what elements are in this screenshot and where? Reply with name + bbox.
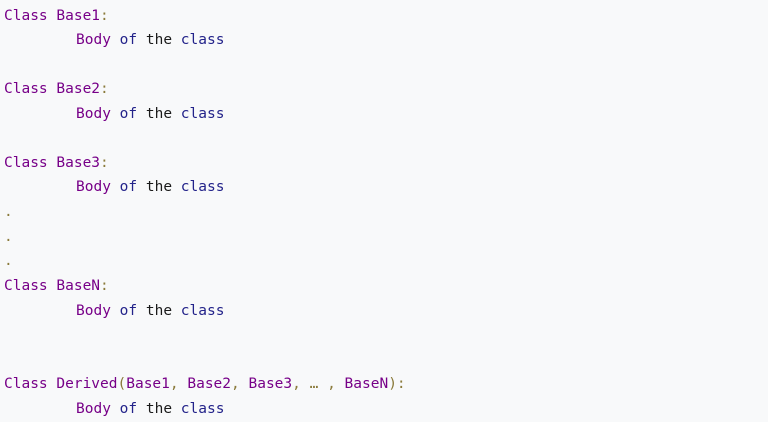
code-line-class-derived: Class Derived(Base1, Base2, Base3, … , B… (4, 374, 406, 394)
word-of: of (119, 303, 138, 319)
comma: , (327, 376, 336, 392)
word-body: Body (76, 401, 111, 417)
comma: , (169, 376, 179, 392)
arg-base1: Base1 (126, 376, 170, 392)
code-line-class-base3: Class Base3: (4, 153, 109, 173)
code-line-class-base1: Class Base1: (4, 6, 109, 26)
keyword-class: Class (4, 278, 48, 294)
code-line-body-basen: Body of the class (4, 301, 224, 321)
code-line-class-basen: Class BaseN: (4, 276, 109, 296)
word-class: class (180, 303, 225, 319)
ellipsis-dot-2: . (4, 229, 13, 245)
code-line-body-derived: Body of the class (4, 399, 224, 419)
comma: , (292, 376, 301, 392)
class-name-base2: Base2 (56, 81, 101, 97)
word-class: class (180, 32, 225, 48)
class-name-derived: Derived (56, 376, 118, 392)
code-line-body-base2: Body of the class (4, 104, 224, 124)
word-body: Body (76, 303, 111, 319)
class-name-base1: Base1 (56, 8, 101, 24)
word-of: of (119, 106, 138, 122)
word-body: Body (76, 106, 111, 122)
arg-ellipsis: … (309, 376, 319, 392)
colon: : (100, 81, 109, 97)
paren-close-colon: ): (388, 376, 406, 392)
word-the: the (145, 106, 173, 122)
word-body: Body (76, 32, 111, 48)
word-class: class (180, 106, 225, 122)
keyword-class: Class (4, 81, 48, 97)
class-name-base3: Base3 (56, 155, 101, 171)
arg-basen: BaseN (344, 376, 389, 392)
keyword-class: Class (4, 8, 48, 24)
colon: : (100, 155, 109, 171)
keyword-class: Class (4, 376, 48, 392)
word-of: of (119, 401, 138, 417)
arg-base3: Base3 (248, 376, 293, 392)
word-of: of (119, 179, 138, 195)
colon: : (100, 278, 109, 294)
code-line-class-base2: Class Base2: (4, 79, 109, 99)
ellipsis-dot-1: . (4, 204, 13, 220)
keyword-class: Class (4, 155, 48, 171)
word-class: class (180, 401, 225, 417)
word-the: the (145, 303, 173, 319)
paren-open: ( (117, 376, 127, 392)
ellipsis-dot-3: . (4, 253, 13, 269)
arg-base2: Base2 (187, 376, 232, 392)
code-block: Class Base1: Body of the class Class Bas… (4, 6, 764, 422)
code-line-body-base3: Body of the class (4, 177, 224, 197)
comma: , (231, 376, 240, 392)
word-the: the (145, 32, 173, 48)
word-class: class (180, 179, 225, 195)
colon: : (100, 8, 109, 24)
class-name-basen: BaseN (56, 278, 101, 294)
word-the: the (145, 401, 173, 417)
word-of: of (119, 32, 138, 48)
code-line-body-base1: Body of the class (4, 30, 224, 50)
word-body: Body (76, 179, 111, 195)
word-the: the (145, 179, 173, 195)
